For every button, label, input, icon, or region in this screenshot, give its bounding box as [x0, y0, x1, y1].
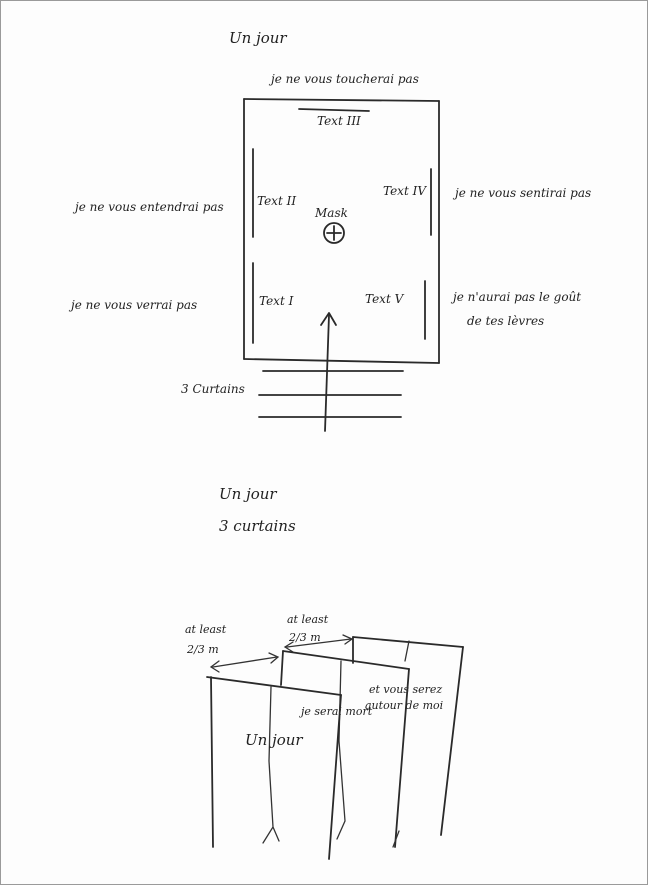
spacing-right-line2: 2/3 m	[288, 631, 321, 644]
front-curtain-text: Un jour	[245, 731, 303, 749]
mask-label: Mask	[314, 206, 348, 220]
audience-arrow	[320, 312, 337, 432]
spacing-left-line1: at least	[185, 623, 227, 636]
spacing-right-line1: at least	[287, 613, 329, 626]
label-verrai: je ne vous verrai pas	[68, 298, 197, 312]
text-5-label: Text V	[365, 292, 405, 306]
panel-text-3	[298, 108, 370, 112]
top-title: Un jour	[229, 29, 287, 47]
spacing-arrow-left	[209, 652, 280, 673]
spacing-arrow-right	[283, 634, 354, 653]
label-gout-line2: de tes lèvres	[467, 314, 544, 328]
text-2-label: Text II	[257, 194, 296, 208]
back-curtain-text-line1: et vous serez	[369, 683, 442, 696]
bottom-title-line2: 3 curtains	[219, 517, 296, 535]
text-4-label: Text IV	[383, 184, 427, 198]
text-1-label: Text I	[259, 294, 294, 308]
spacing-left-line2: 2/3 m	[186, 643, 219, 656]
label-toucherai: je ne vous toucherai pas	[268, 72, 419, 86]
mask-circle-plus-icon	[323, 222, 345, 244]
back-curtain	[352, 636, 464, 836]
middle-curtain	[280, 650, 410, 848]
text-3-label: Text III	[317, 114, 361, 128]
front-curtain	[206, 676, 342, 860]
stage-frame	[243, 98, 440, 364]
curtains-lines	[258, 370, 404, 418]
back-curtain-text-line2: autour de moi	[365, 699, 443, 712]
curtains-label: 3 Curtains	[181, 382, 245, 396]
label-sentirai: je ne vous sentirai pas	[452, 186, 591, 200]
label-gout-line1: je n'aurai pas le goût	[450, 290, 581, 304]
label-entendrai: je ne vous entendrai pas	[72, 200, 224, 214]
middle-curtain-text: je serai mort	[298, 705, 373, 718]
bottom-title-line1: Un jour	[219, 485, 277, 503]
